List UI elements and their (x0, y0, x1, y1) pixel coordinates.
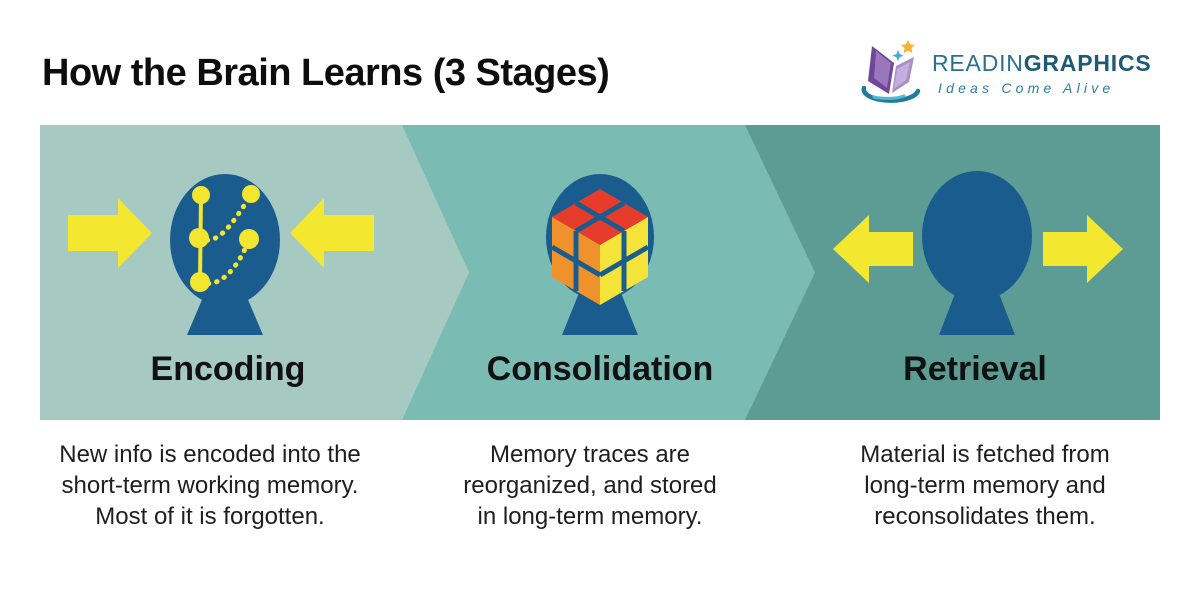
brand-light: READIN (932, 50, 1024, 76)
head-with-rubiks-cube-icon (546, 174, 654, 335)
page-title: How the Brain Learns (3 Stages) (42, 52, 610, 94)
brand-name: READINGRAPHICS (932, 52, 1152, 75)
stage-label-retrieval: Retrieval (903, 350, 1047, 388)
description-consolidation: Memory traces are reorganized, and store… (463, 441, 717, 530)
readingraphics-logo: READINGRAPHICS Ideas Come Alive (856, 36, 1152, 110)
head-with-neural-network-icon (170, 174, 280, 335)
arrow-in-left-icon (68, 198, 152, 268)
description-encoding: New info is encoded into the short-term … (59, 441, 361, 530)
brand-bold: GRAPHICS (1023, 50, 1152, 76)
stage-label-encoding: Encoding (150, 350, 306, 388)
description-retrieval: Material is fetched from long-term memor… (860, 441, 1110, 530)
open-book-butterfly-icon (861, 40, 921, 103)
brand-tagline: Ideas Come Alive (938, 80, 1115, 96)
arrow-out-left-icon (833, 215, 913, 283)
arrow-in-right-icon (290, 198, 374, 268)
arrow-out-right-icon (1043, 215, 1123, 283)
head-silhouette-icon (922, 171, 1032, 335)
stage-label-consolidation: Consolidation (486, 350, 714, 388)
outward-arrows-icon (833, 215, 1123, 283)
stages-band (40, 125, 1160, 420)
inward-arrows-icon (68, 198, 374, 268)
